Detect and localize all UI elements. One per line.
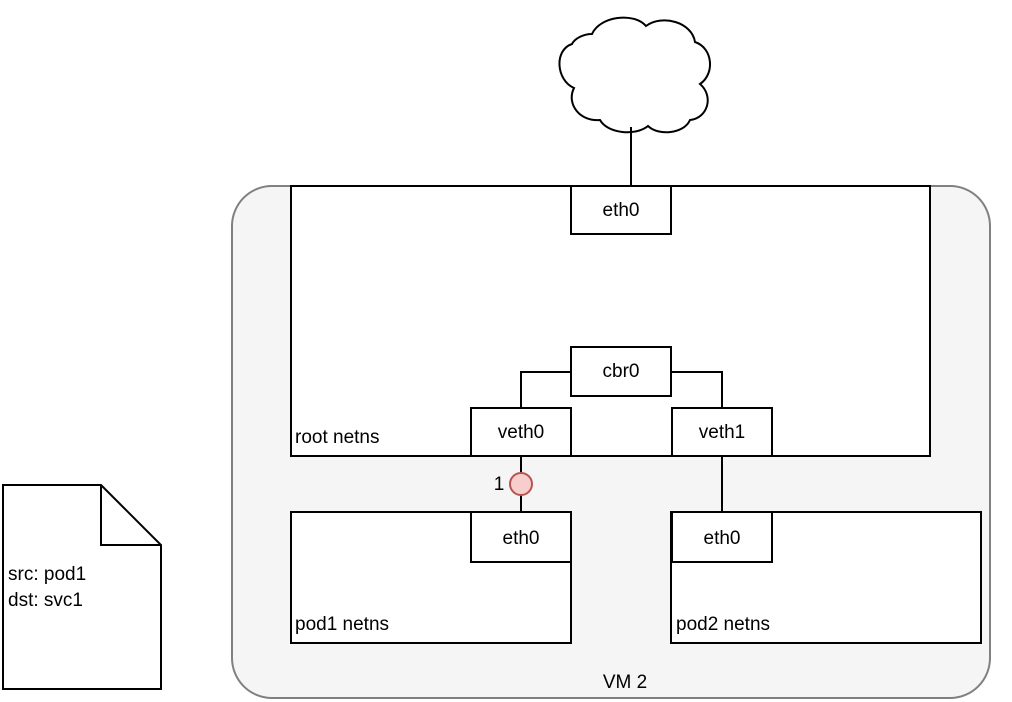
veth1-label: veth1 [699,422,745,443]
host-eth0-box[interactable] [570,185,672,235]
host-eth0-label: eth0 [603,200,640,221]
pod1-netns-box[interactable] [290,511,572,644]
cbr0-label: cbr0 [603,361,640,382]
step-marker-1-icon[interactable] [509,472,533,496]
pod2-eth0-box[interactable] [671,511,773,563]
pod1-eth0-label: eth0 [503,528,540,549]
pod1-eth0-box[interactable] [470,511,572,563]
packet-note-line2: dst: svc1 [8,590,83,611]
packet-note[interactable] [2,484,162,690]
pod2-eth0-label: eth0 [704,528,741,549]
step-marker-1-label: 1 [494,474,505,495]
cbr0-box[interactable] [570,346,672,397]
root-netns-label: root netns [295,427,380,448]
veth0-label: veth0 [498,422,544,443]
internet-cloud[interactable] [558,16,711,134]
pod1-netns-label: pod1 netns [295,614,389,635]
veth1-box[interactable] [671,407,773,457]
cbr0-veth0-link [520,371,571,408]
pod2-netns-label: pod2 netns [676,614,770,635]
packet-note-line1: src: pod1 [8,564,86,585]
packet-note-fold-icon [100,485,161,546]
cbr0-veth1-link [671,371,723,408]
vm2-label: VM 2 [603,672,647,693]
